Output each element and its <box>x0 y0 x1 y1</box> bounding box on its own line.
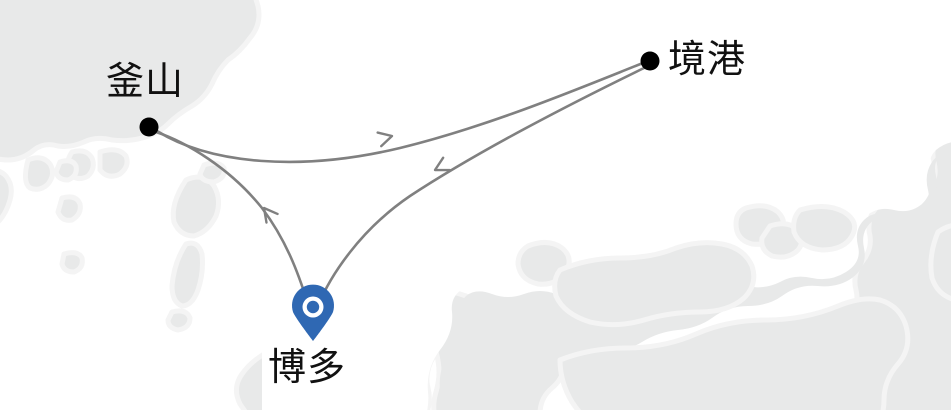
land-island-kanmon <box>552 240 757 328</box>
land-islet-a <box>0 169 14 224</box>
marker-layer <box>139 51 660 341</box>
land-islet-small3 <box>165 308 193 333</box>
city-label-busan: 釜山 <box>106 59 185 103</box>
port-dot-sakaiminato[interactable] <box>640 51 660 71</box>
route-busan-to-sakaiminato[interactable] <box>155 61 645 164</box>
land-islet-e <box>55 194 83 223</box>
map-pin-hakata[interactable] <box>292 284 334 341</box>
land-korea <box>0 0 262 163</box>
land-island-oki <box>791 204 858 253</box>
pin-inner-dot-icon <box>306 300 320 314</box>
city-label-hakata: 博多 <box>268 345 347 389</box>
land-chugoku-north <box>262 36 951 410</box>
land-islet-b <box>22 155 56 192</box>
land-tsushima-south <box>169 240 205 309</box>
route-layer <box>154 61 646 308</box>
land-islet-d <box>97 147 130 179</box>
land-shikoku <box>557 296 911 410</box>
land-islet-small1 <box>197 160 227 185</box>
land-islet-f <box>59 250 85 275</box>
port-dot-busan[interactable] <box>139 117 159 137</box>
route-sakaiminato-to-hakata[interactable] <box>316 66 646 308</box>
land-chugoku <box>436 149 951 410</box>
land-iki <box>53 158 79 183</box>
land-edge-island <box>928 223 951 302</box>
city-label-sakaiminato: 境港 <box>668 37 747 81</box>
route-hakata-to-busan[interactable] <box>154 130 310 306</box>
